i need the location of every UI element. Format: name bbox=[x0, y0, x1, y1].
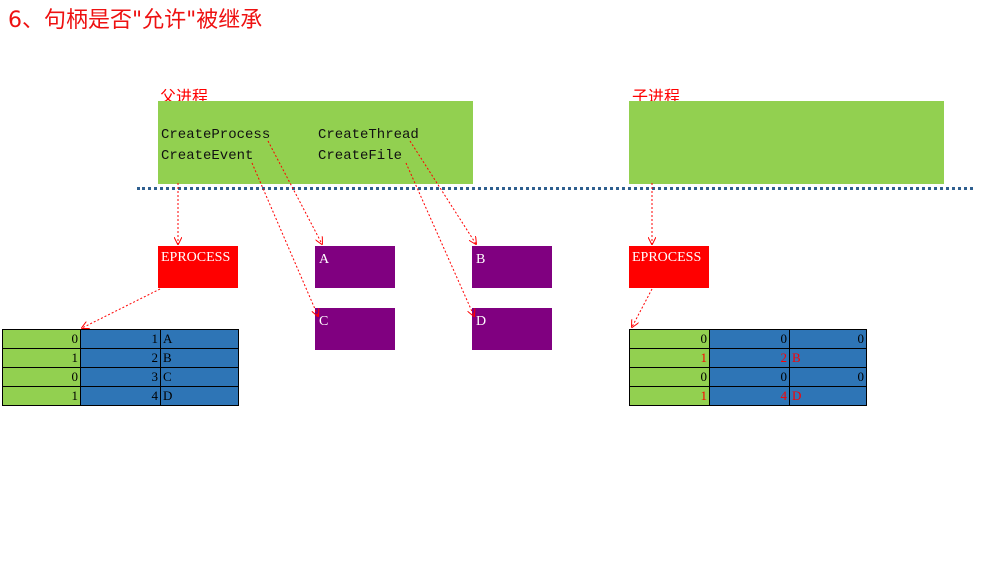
index-cell: 3 bbox=[80, 367, 161, 387]
page-title: 6、句柄是否"允许"被继承 bbox=[8, 8, 263, 33]
object-cell: D bbox=[160, 386, 239, 406]
object-cell: C bbox=[160, 367, 239, 387]
flag-cell: 0 bbox=[2, 367, 81, 387]
flag-cell: 0 bbox=[2, 329, 81, 349]
api-create-process: CreateProcess bbox=[161, 127, 271, 143]
kernel-object-a: A bbox=[315, 246, 395, 288]
flag-cell: 0 bbox=[629, 367, 710, 387]
api-create-file: CreateFile bbox=[318, 148, 403, 164]
child-handle-table: 0 0 0 1 2 B 0 0 0 1 4 D bbox=[629, 329, 867, 406]
table-row: 0 0 0 bbox=[629, 329, 867, 349]
object-name: D bbox=[792, 388, 802, 403]
object-cell: D bbox=[789, 386, 867, 406]
flag-cell: 1 bbox=[2, 348, 81, 368]
api-create-event: CreateEvent bbox=[161, 148, 254, 164]
flag-cell: 1 bbox=[629, 386, 710, 406]
table-row: 1 4 D bbox=[2, 386, 239, 406]
index-cell: 1 bbox=[80, 329, 161, 349]
object-value: 0 bbox=[857, 369, 865, 384]
object-cell: B bbox=[160, 348, 239, 368]
table-row: 1 2 B bbox=[2, 348, 239, 368]
arrow-createevent-to-c bbox=[251, 162, 318, 316]
index-cell: 4 bbox=[709, 386, 790, 406]
object-cell: B bbox=[789, 348, 867, 368]
object-value: 0 bbox=[857, 331, 865, 346]
child-eprocess-box: EPROCESS bbox=[629, 246, 709, 288]
kernel-object-d: D bbox=[472, 308, 552, 350]
table-row: 1 2 B bbox=[629, 348, 867, 368]
object-cell: A bbox=[160, 329, 239, 349]
kernel-object-c: C bbox=[315, 308, 395, 350]
flag-cell: 1 bbox=[629, 348, 710, 368]
arrow-child-eprocess-to-table bbox=[632, 288, 653, 327]
kernel-object-b: B bbox=[472, 246, 552, 288]
object-cell: 0 bbox=[789, 367, 867, 387]
index-cell: 2 bbox=[709, 348, 790, 368]
arrow-eprocess-to-table bbox=[82, 288, 161, 328]
kernel-boundary-divider bbox=[137, 187, 973, 190]
parent-process-box: CreateProcess CreateThread CreateEvent C… bbox=[158, 101, 473, 184]
table-row: 0 0 0 bbox=[629, 367, 867, 387]
api-create-thread: CreateThread bbox=[318, 127, 419, 143]
index-cell: 0 bbox=[709, 329, 790, 349]
object-name: B bbox=[792, 350, 801, 365]
table-row: 1 4 D bbox=[629, 386, 867, 406]
table-row: 0 1 A bbox=[2, 329, 239, 349]
parent-handle-table: 0 1 A 1 2 B 0 3 C 1 4 D bbox=[2, 329, 239, 406]
index-cell: 0 bbox=[709, 367, 790, 387]
flag-cell: 1 bbox=[2, 386, 81, 406]
table-row: 0 3 C bbox=[2, 367, 239, 387]
arrow-createfile-to-d bbox=[405, 162, 474, 316]
index-cell: 4 bbox=[80, 386, 161, 406]
object-cell: 0 bbox=[789, 329, 867, 349]
parent-eprocess-box: EPROCESS bbox=[158, 246, 238, 288]
flag-cell: 0 bbox=[629, 329, 710, 349]
child-process-box bbox=[629, 101, 944, 184]
index-cell: 2 bbox=[80, 348, 161, 368]
